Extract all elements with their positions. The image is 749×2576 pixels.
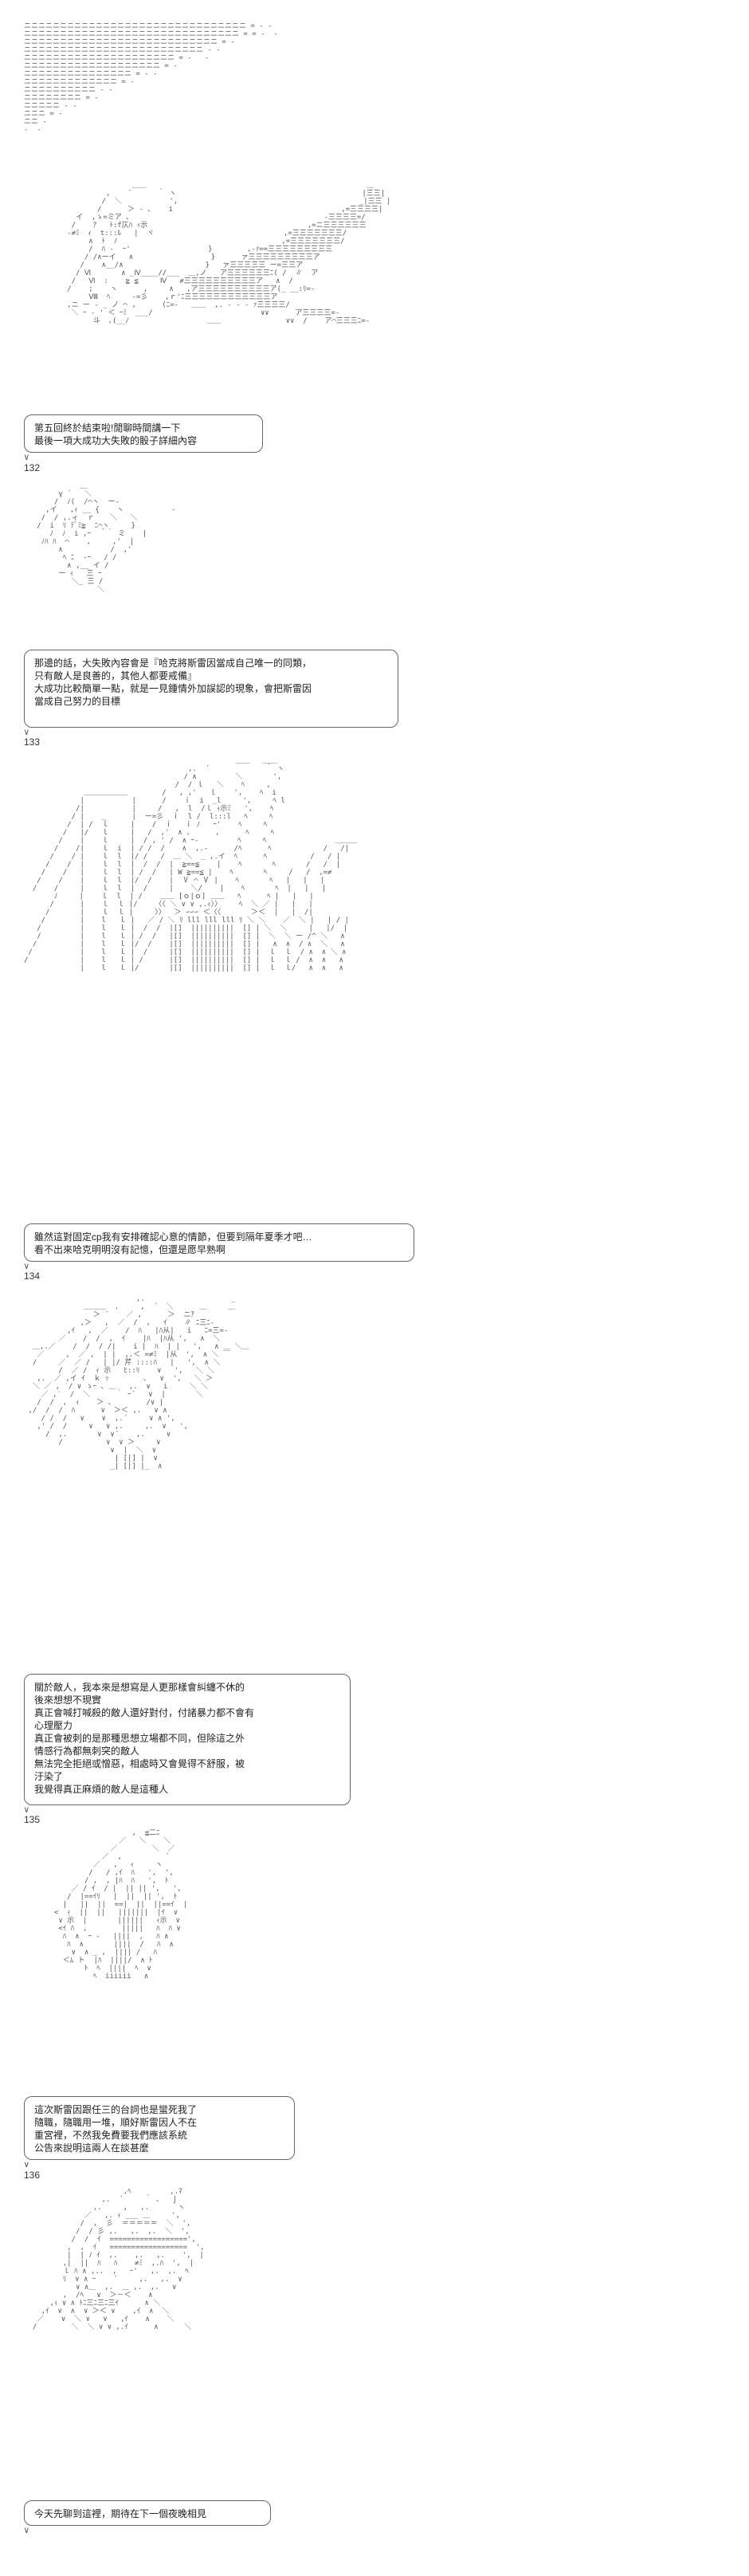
bubble-line: 重宮裡，不然我免費要我們應該系統 <box>34 2130 188 2141</box>
bubble-line: 心理壓力 <box>34 1720 73 1731</box>
character-art-134: ＿＿ ＿＿ ,. ´ ｀ ヽ / ∧ ＼ ', / / ｌ ＼ ﾍ , ＿ <box>24 757 357 972</box>
bubble-line: 真正會喊打喊殺的敵人還好對付，付諸暴力都不會有 <box>34 1707 255 1718</box>
speech-bubble-final: 今天先聊到這裡，期待在下一個夜晚相見 <box>24 2500 271 2526</box>
bubble-line: 後來想想不現實 <box>34 1694 102 1706</box>
bubble-tail: ∨ <box>24 2525 29 2535</box>
bubble-tail: ∨ <box>24 1261 29 1271</box>
bubble-line: 看不出來哈克明明沒有記憶，但還是愿早熟啊 <box>34 1244 226 1255</box>
character-art-133: ＿ γ ´ ＼ / ﾉ( /⌒ヽ ー- ,イ ,ｨ __ { ヽ - / / ,… <box>37 482 176 594</box>
speech-bubble-134: 雖然這對固定cp我有安排確認心意的情節，但要到隔年夏季才吧… 看不出來哈克明明沒… <box>24 1223 414 1262</box>
bubble-line: 關於敵人，我本來是想寫是人更那樣會糾纏不休的 <box>34 1682 245 1693</box>
bubble-line: 當成自己努力的目標 <box>34 696 121 707</box>
character-art-final: ,ﾍ ,.ﾏ ,. ´ ｀ ､ | ,. , ,. ｀ヽ ／ ,. ｨ ___ … <box>32 2188 205 2331</box>
character-art-135: ,. _ ＿＿＿ . , ´ ＼ ＿ ＿ ＞ ´ ／ , ＞ ニｱ ,＞ , ／… <box>28 1295 249 1471</box>
speech-bubble-132: 第五回終於結束啦!閒聊時間講一下 最後一項大成功大失敗的骰子詳細內容 <box>24 414 263 453</box>
panel-number-134: 134 <box>24 1270 41 1282</box>
bubble-line: 只有敵人是良善的，其他人都要戒備』 <box>34 670 198 681</box>
bubble-tail: ∨ <box>24 727 29 737</box>
bubble-line: 雖然這對固定cp我有安排確認心意的情節，但要到隔年夏季才吧… <box>34 1231 312 1243</box>
speech-bubble-136: 這次斯雷因跟任三的台詞也是蠻死我了 隨職，隨職用一堆，順好斯雷因人不在 重宮裡，… <box>24 2096 295 2160</box>
bubble-line: 大成功比較簡單一點，就是一見鍾情外加誤認的現象，會把斯雷因 <box>34 683 312 694</box>
character-art-136: , ≦二ﾆ ／ ＼ ＼ ／ ＼ ／ ／ , ´ ／ , ｨ ヽ / / ,ｲ ﾊ… <box>53 1829 187 1981</box>
bubble-line: 那邊的話，大失敗內容會是『哈克將斯雷因當成自己唯一的同類， <box>34 658 312 669</box>
bubble-line: 這次斯雷因跟任三的台詞也是蠻死我了 <box>34 2104 198 2115</box>
header-dash-art: ニニニニニニニニニニニニニニニニニニニニニニニニニニニニニニニ = - - ニニ… <box>24 22 278 134</box>
bubble-line: 我覺得真正麻煩的敵人是這種人 <box>34 1784 169 1795</box>
bubble-line: 情感行為都無刺突的敵人 <box>34 1745 140 1757</box>
panel-number-132: 132 <box>24 462 41 473</box>
bubble-line: 隨職，隨職用一堆，順好斯雷因人不在 <box>34 2117 198 2128</box>
bubble-line: 今天先聊到這裡，期待在下一個夜晚相見 <box>34 2508 207 2519</box>
bubble-tail: ∨ <box>24 452 29 462</box>
panel-number-133: 133 <box>24 736 41 748</box>
speech-bubble-135: 關於敵人，我本來是想寫是人更那樣會糾纏不休的 後來想想不現實 真正會喊打喊殺的敵… <box>24 1674 351 1805</box>
bubble-line: 公告來說明這兩人在談甚麼 <box>34 2142 150 2154</box>
bubble-line: 無法完全拒絕或憎惡，相處時又會覺得不舒服，被 <box>34 1758 245 1769</box>
bubble-line: 第五回終於結束啦!閒聊時間講一下 <box>34 422 181 434</box>
bubble-line: 最後一項大成功大失敗的骰子詳細內容 <box>34 435 198 446</box>
bubble-tail: ∨ <box>24 2159 29 2170</box>
panel-number-135: 135 <box>24 1814 41 1825</box>
character-art-132: ＿＿ ＿ , ´ ｀ ヽ |三三| / ＼ ', <box>67 182 391 325</box>
bubble-line: 真正會被刺的是那種思想立場都不同，但除這之外 <box>34 1733 245 1744</box>
panel-number-136: 136 <box>24 2170 41 2181</box>
speech-bubble-133: 那邊的話，大失敗內容會是『哈克將斯雷因當成自己唯一的同類， 只有敵人是良善的，其… <box>24 650 398 728</box>
bubble-line: 汙染了 <box>34 1771 64 1782</box>
bubble-tail: ∨ <box>24 1804 29 1815</box>
